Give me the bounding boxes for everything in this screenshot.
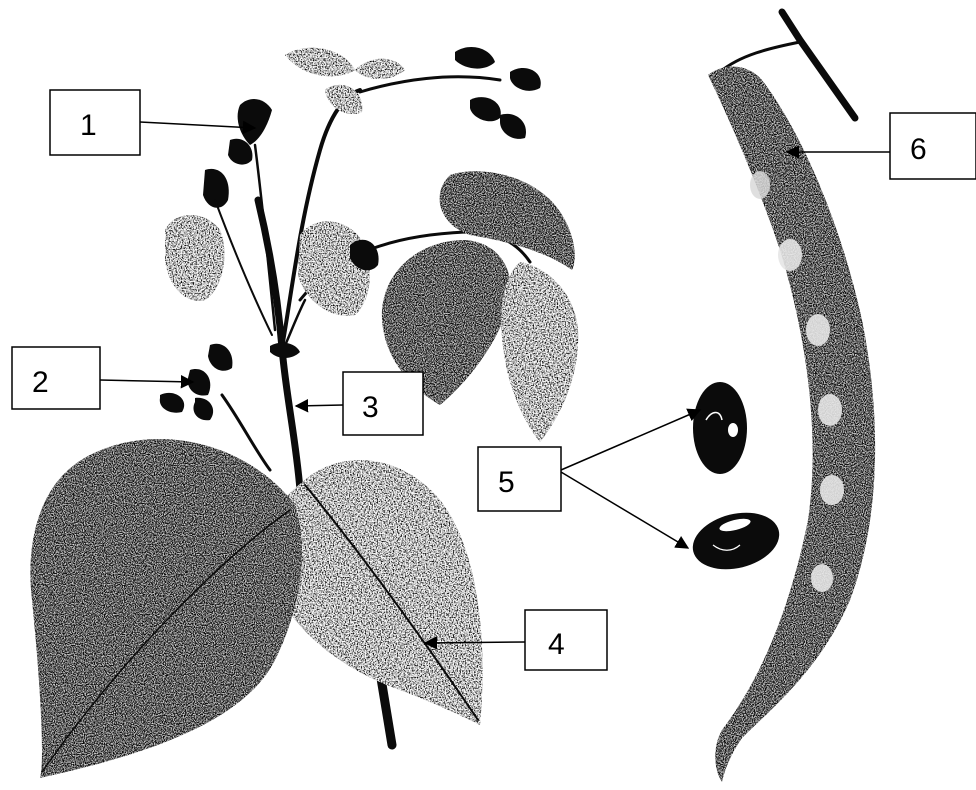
label-5-text: 5 (498, 466, 515, 499)
leaf-top-3 (355, 59, 405, 79)
label-3-arrow (296, 405, 343, 406)
label-3-text: 3 (362, 391, 379, 424)
label-2-arrow (100, 380, 193, 382)
label-1-arrow (140, 122, 255, 128)
label-5-arrow-lower (561, 472, 688, 548)
label-5-box (478, 447, 561, 511)
seed-upper (693, 382, 747, 474)
label-1: 1 (50, 90, 255, 155)
pod-stem (782, 12, 855, 118)
label-4-arrow (425, 642, 525, 643)
leaf-top-1 (285, 48, 355, 76)
label-3: 3 (296, 372, 423, 435)
label-2-text: 2 (32, 366, 49, 399)
label-2-box (12, 347, 100, 409)
bean-seeds (687, 382, 785, 578)
seed-lower (687, 504, 785, 578)
label-4-box (525, 610, 607, 670)
flower-cluster-center (282, 221, 379, 352)
label-6: 6 (787, 113, 976, 179)
label-6-text: 6 (910, 133, 927, 166)
leaf-large-front (266, 460, 482, 725)
leaf-right-2 (501, 262, 578, 442)
stem-node (270, 343, 300, 358)
label-5-arrow-upper (561, 410, 700, 470)
label-1-text: 1 (80, 109, 97, 142)
label-5: 5 (478, 410, 700, 548)
label-6-box (890, 113, 976, 179)
flower-cluster-top-right (455, 47, 541, 139)
bean-plant (30, 47, 578, 778)
top-branch (360, 77, 500, 92)
label-4-text: 4 (548, 628, 565, 661)
label-3-box (343, 372, 423, 435)
